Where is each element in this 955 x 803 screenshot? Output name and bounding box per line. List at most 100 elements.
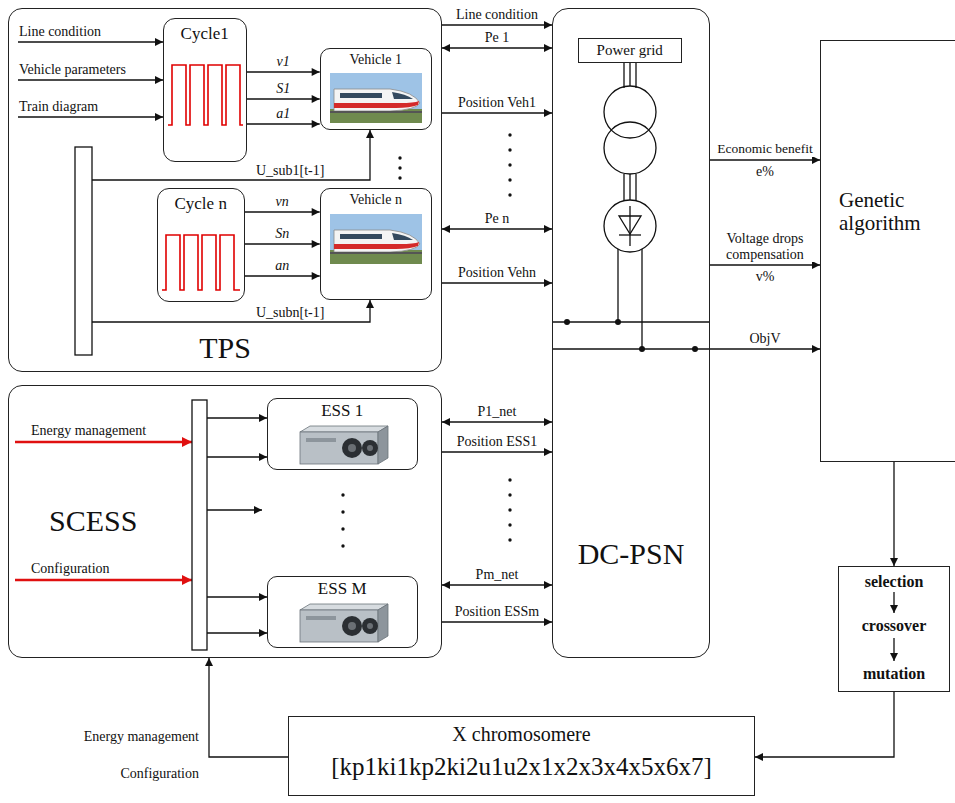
connector bbox=[442, 451, 552, 452]
ellipsis-dot bbox=[508, 193, 511, 196]
edge-label: P1_net bbox=[477, 404, 518, 419]
connector bbox=[442, 421, 552, 422]
node-text: Vehicle n bbox=[349, 192, 401, 207]
ellipsis-dot bbox=[341, 527, 344, 530]
phase-wire bbox=[623, 174, 624, 201]
edge-label: S1 bbox=[275, 81, 291, 96]
edge-label: v1 bbox=[276, 54, 291, 69]
dc-bus bbox=[553, 348, 709, 349]
node-text: X chromosomere bbox=[452, 723, 590, 745]
edge-label: Position Veh1 bbox=[457, 95, 537, 110]
control-arrow bbox=[207, 509, 262, 510]
connector bbox=[710, 159, 820, 160]
edge-label: Pe n bbox=[484, 211, 511, 226]
edge-label: Position ESS1 bbox=[456, 434, 539, 449]
label-text: U_sub1[t-1] bbox=[255, 163, 325, 178]
label-text: Line condition bbox=[18, 24, 102, 39]
node-text: Genetic algorithm bbox=[839, 189, 955, 235]
connector bbox=[710, 348, 820, 349]
vehicle-box: Vehicle 1 bbox=[320, 48, 432, 130]
node-text: Cycle n bbox=[174, 195, 226, 214]
grid-box: Power grid bbox=[578, 38, 682, 63]
node-text: Cycle1 bbox=[181, 25, 229, 44]
connector bbox=[209, 658, 288, 757]
connector bbox=[245, 211, 320, 212]
edge-label: Voltage drops compensation bbox=[714, 231, 816, 262]
edge-label: Position Vehn bbox=[457, 265, 537, 280]
ellipsis-dot bbox=[508, 523, 511, 526]
phase-wire bbox=[623, 63, 624, 88]
feedback-wire bbox=[92, 300, 370, 322]
connector bbox=[247, 71, 320, 72]
node-text: [kp1ki1kp2ki2u1u2x1x2x3x4x5x6x7] bbox=[331, 753, 712, 781]
control-bus-bar bbox=[192, 400, 207, 650]
storage-device-picture bbox=[300, 604, 388, 642]
connector bbox=[710, 264, 820, 265]
step-arrow bbox=[893, 638, 894, 661]
rectifier-symbol bbox=[604, 200, 656, 252]
network-panel: DC-PSNPower grid bbox=[552, 8, 710, 658]
junction-dot bbox=[639, 346, 645, 352]
step-arrow bbox=[893, 592, 894, 613]
cycle-waveform bbox=[168, 65, 243, 125]
control-arrow bbox=[207, 632, 267, 633]
edge-label: Line condition bbox=[455, 7, 539, 22]
label-text: Vehicle parameters bbox=[18, 62, 127, 77]
ellipsis-dot bbox=[508, 148, 511, 151]
diode-symbol bbox=[629, 206, 630, 246]
storage-device-picture bbox=[300, 426, 388, 464]
chromosome-box: X chromosomere [kp1ki1kp2ki2u1u2x1x2x3x4x… bbox=[288, 716, 755, 796]
control-arrow bbox=[207, 456, 267, 457]
operator-box: selection crossover mutation bbox=[838, 566, 950, 692]
connector bbox=[442, 621, 552, 622]
node-text: crossover bbox=[862, 617, 927, 635]
node-text: SCESS bbox=[49, 504, 137, 537]
label-text: Configuration bbox=[119, 766, 200, 781]
label-text: v% bbox=[755, 269, 776, 284]
connector bbox=[442, 24, 552, 25]
node-text: selection bbox=[865, 573, 924, 591]
node-text: ESS 1 bbox=[321, 402, 363, 421]
connector bbox=[893, 462, 894, 566]
edge-label: an bbox=[274, 258, 290, 273]
label-text: U_subn[t-1] bbox=[255, 305, 325, 320]
cycle-box: Cycle n bbox=[157, 188, 245, 302]
control-arrow bbox=[207, 417, 267, 418]
voltage-bus-bar bbox=[75, 147, 92, 355]
connector bbox=[245, 275, 320, 276]
train-picture bbox=[330, 214, 422, 264]
ellipsis-dot bbox=[341, 493, 344, 496]
connector bbox=[442, 282, 552, 283]
cycle-waveform bbox=[162, 235, 240, 290]
junction-dot bbox=[615, 319, 621, 325]
input-arrow bbox=[18, 79, 163, 80]
ellipsis-dot bbox=[341, 510, 344, 513]
node-text: mutation bbox=[863, 665, 925, 683]
ellipsis-dot bbox=[398, 156, 401, 159]
input-arrow bbox=[18, 41, 163, 42]
connector bbox=[442, 47, 552, 48]
ellipsis-dot bbox=[508, 178, 511, 181]
control-input-arrow bbox=[15, 441, 192, 443]
label-text: Energy management bbox=[83, 729, 200, 744]
junction-dot bbox=[564, 319, 570, 325]
edge-label: ObjV bbox=[748, 331, 781, 346]
transformer-winding bbox=[604, 122, 656, 174]
control-arrow bbox=[207, 596, 267, 597]
edge-label: Pe 1 bbox=[484, 30, 511, 45]
edge-label: Economic benefit bbox=[716, 142, 814, 157]
node-text: Power grid bbox=[597, 42, 663, 59]
connector bbox=[245, 243, 320, 244]
edge-label: Position ESSm bbox=[454, 604, 540, 619]
connector bbox=[755, 692, 894, 757]
label-text: Configuration bbox=[30, 561, 111, 576]
cycle-box: Cycle1 bbox=[163, 18, 247, 162]
connector bbox=[247, 123, 320, 124]
ellipsis-dot bbox=[398, 166, 401, 169]
feedback-wire bbox=[92, 130, 370, 180]
label-text: Energy management bbox=[30, 423, 147, 438]
edge-label: Sn bbox=[274, 226, 290, 241]
ellipsis-dot bbox=[508, 478, 511, 481]
edge-label: Pm_net bbox=[475, 567, 520, 582]
edge-label: vn bbox=[275, 194, 290, 209]
